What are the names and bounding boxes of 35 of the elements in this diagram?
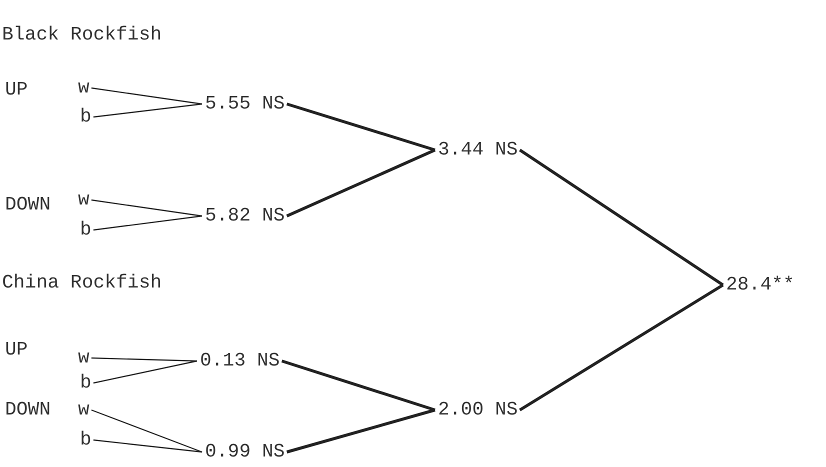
condition-label: UP xyxy=(5,80,28,100)
connector-line xyxy=(93,439,202,453)
connector-line xyxy=(91,87,202,105)
factor-letter: b xyxy=(80,374,92,392)
connector-line xyxy=(91,199,202,217)
factor-letter: w xyxy=(78,78,90,98)
connector-line xyxy=(286,102,436,152)
value-text: 3.44 NS xyxy=(438,140,518,160)
group-heading: China Rockfish xyxy=(2,274,162,292)
value-text: 0.99 NS xyxy=(205,442,285,462)
value-text: 5.82 NS xyxy=(205,206,285,226)
connector-line xyxy=(93,360,198,384)
connector-line xyxy=(91,357,198,362)
condition-label: DOWN xyxy=(5,400,51,420)
connector-line xyxy=(286,408,436,454)
factor-letter: w xyxy=(78,348,90,368)
value-text: 5.55 NS xyxy=(205,94,285,114)
factor-letter: b xyxy=(80,108,92,126)
factor-letter: w xyxy=(78,190,90,210)
condition-label: DOWN xyxy=(5,196,51,214)
factor-letter: b xyxy=(80,220,92,240)
connector-line xyxy=(281,360,436,412)
connector-line xyxy=(93,215,202,231)
factor-letter: b xyxy=(80,430,92,450)
connector-line xyxy=(519,148,724,286)
connector-line xyxy=(519,284,724,412)
value-text: 28.4** xyxy=(726,276,794,294)
group-heading: Black Rockfish xyxy=(2,26,162,44)
connector-line xyxy=(91,409,202,453)
condition-label: UP xyxy=(5,340,28,360)
factor-letter: w xyxy=(78,400,90,420)
value-text: 0.13 NS xyxy=(200,352,280,370)
value-text: 2.00 NS xyxy=(438,400,518,420)
connector-line xyxy=(286,148,436,218)
connector-line xyxy=(93,103,202,118)
